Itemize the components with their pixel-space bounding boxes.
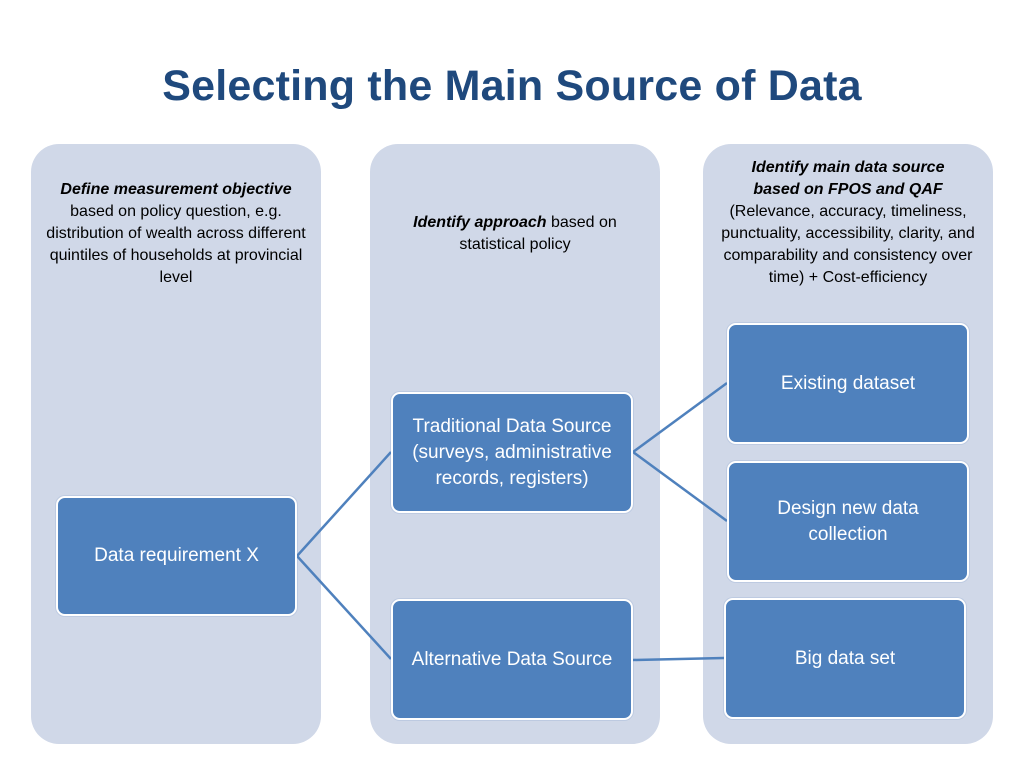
col3-heading-line2: based on FPOS and QAF (753, 181, 943, 198)
column-data-source-text: Identify main data source based on FPOS … (712, 157, 984, 289)
column-measurement-objective-text: Define measurement objective based on po… (44, 179, 308, 289)
col1-body: based on policy question, e.g. distribut… (46, 203, 306, 286)
col3-heading-line1: Identify main data source (751, 159, 945, 176)
big-data-set-box: Big data set (724, 598, 966, 719)
design-new-data-collection-box: Design new data collection (727, 461, 969, 582)
col3-body: (Relevance, accuracy, timeliness, punctu… (721, 203, 975, 286)
col1-heading: Define measurement objective (60, 181, 292, 198)
alternative-data-source-box: Alternative Data Source (391, 599, 633, 720)
col2-body: based on statistical policy (459, 214, 617, 253)
slide-title: Selecting the Main Source of Data (162, 62, 862, 110)
column-measurement-objective (31, 144, 321, 744)
existing-dataset-box: Existing dataset (727, 323, 969, 444)
col2-heading: Identify approach (413, 214, 547, 231)
data-requirement-box: Data requirement X (56, 496, 297, 616)
traditional-data-source-box: Traditional Data Source (surveys, admini… (391, 392, 633, 513)
column-approach-text: Identify approach based on statistical p… (390, 212, 640, 256)
